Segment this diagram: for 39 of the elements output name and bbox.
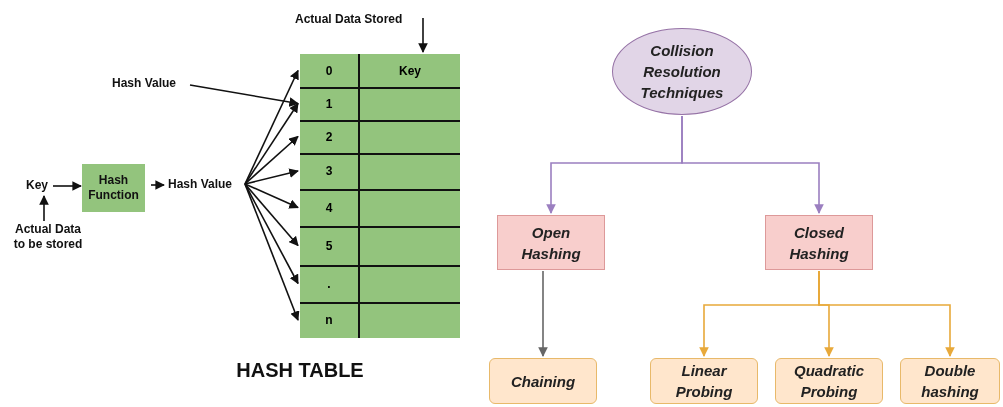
arrow xyxy=(244,183,299,285)
leaf-box: Linear Probing xyxy=(650,358,758,404)
arrow xyxy=(244,102,299,185)
slot-index: 0 xyxy=(300,54,358,87)
ellipse-node: Collision Resolution Techniques xyxy=(612,28,752,115)
arrow xyxy=(244,183,299,209)
process-box: Open Hashing xyxy=(497,215,605,270)
arrow xyxy=(189,84,299,107)
slot-index: 3 xyxy=(300,153,358,189)
slot-index: 4 xyxy=(300,189,358,226)
arrow xyxy=(538,270,548,357)
arrow xyxy=(681,115,824,214)
arrow xyxy=(418,17,428,53)
hash-function-box: Hash Function xyxy=(82,164,145,212)
hash-value-label: Hash Value xyxy=(112,76,177,91)
arrow xyxy=(150,180,165,190)
arrow xyxy=(244,183,299,247)
arrow xyxy=(39,195,49,222)
arrow xyxy=(818,270,955,357)
leaf-box: Double hashing xyxy=(900,358,1000,404)
slot-index: 1 xyxy=(300,87,358,120)
data-stored-label: Actual Data Stored xyxy=(295,12,403,27)
slot-index: 5 xyxy=(300,226,358,265)
slot-index: 2 xyxy=(300,120,358,153)
data-note: Actual Data to be stored xyxy=(8,222,88,252)
leaf-box: Quadratic Probing xyxy=(775,358,883,404)
hash-value-label: Hash Value xyxy=(168,177,233,192)
process-box: Closed Hashing xyxy=(765,215,873,270)
table-title: HASH TABLE xyxy=(236,359,364,381)
slot-index: n xyxy=(300,302,358,338)
arrow xyxy=(244,168,299,185)
arrow xyxy=(52,181,82,191)
arrow xyxy=(244,183,300,321)
leaf-box: Chaining xyxy=(489,358,597,404)
key-label: Key xyxy=(26,178,48,193)
slot-index: . xyxy=(300,265,358,302)
arrow xyxy=(244,69,299,185)
arrow xyxy=(244,135,299,185)
stored-key: Key xyxy=(360,54,460,87)
